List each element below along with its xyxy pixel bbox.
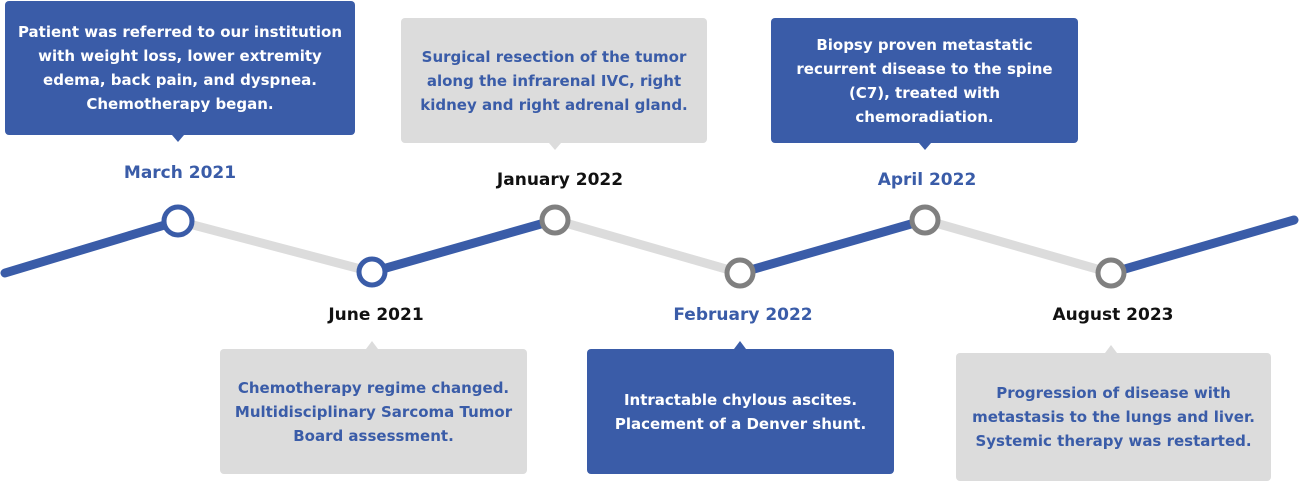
event-date: February 2022 (673, 305, 813, 325)
timeline-node (724, 257, 756, 289)
callout-pointer (172, 135, 184, 142)
timeline-node (539, 204, 571, 236)
event-date: April 2022 (877, 170, 977, 190)
event-date: August 2023 (1052, 305, 1174, 325)
callout-pointer (1105, 345, 1117, 353)
timeline-node (161, 204, 195, 238)
timeline-node (356, 256, 388, 288)
timeline-segment (0, 216, 183, 278)
timeline-node (909, 204, 941, 236)
event-date: January 2022 (496, 170, 624, 190)
timeline-segment (553, 215, 742, 278)
event-date: June 2021 (328, 305, 424, 325)
callout-pointer (366, 341, 378, 349)
timeline-segment (370, 215, 557, 277)
timeline-segment (738, 215, 927, 278)
timeline-segment (176, 216, 374, 277)
event-description: Intractable chylous ascites. Placement o… (587, 349, 894, 474)
event-description: Surgical resection of the tumor along th… (401, 18, 707, 143)
callout-pointer (734, 341, 746, 349)
event-date: March 2021 (123, 163, 237, 183)
timeline-segment (923, 215, 1113, 278)
event-description: Progression of disease with metastasis t… (956, 353, 1271, 481)
callout-pointer (919, 143, 931, 150)
event-description: Biopsy proven metastatic recurrent disea… (771, 18, 1078, 143)
event-description: Chemotherapy regime changed. Multidiscip… (220, 349, 527, 474)
timeline-node (1095, 257, 1127, 289)
event-description: Patient was referred to our institution … (5, 1, 355, 135)
callout-pointer (549, 143, 561, 150)
timeline-segment (1106, 215, 1299, 278)
